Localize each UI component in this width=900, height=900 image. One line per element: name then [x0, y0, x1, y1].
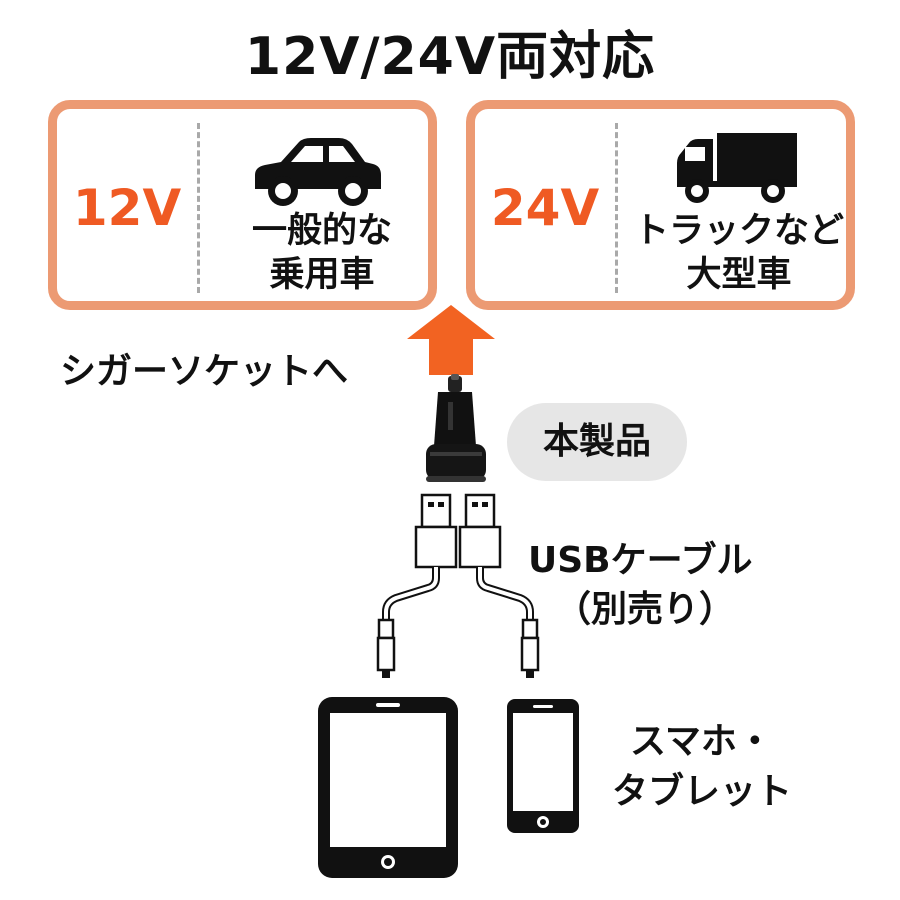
- truck-icon: [677, 133, 797, 203]
- cable-label-line2: （別売り）: [555, 589, 736, 630]
- card-24v: 24V トラックなど 大型車: [466, 100, 855, 310]
- car-type-line1: 一般的な: [251, 211, 392, 251]
- card-divider: [197, 123, 200, 293]
- usb-cable-icon: [376, 493, 540, 678]
- truck-type-line1: トラックなど: [633, 211, 844, 251]
- tablet-icon: [318, 697, 458, 878]
- voltage-24v: 24V: [490, 179, 600, 237]
- voltage-12v: 12V: [72, 179, 182, 237]
- page-title: 12V/24V両対応: [244, 27, 656, 87]
- up-arrow-icon: [407, 305, 495, 375]
- device-label-line1: スマホ・: [630, 721, 773, 762]
- socket-label: シガーソケットへ: [60, 351, 349, 392]
- product-badge: 本製品: [507, 403, 687, 481]
- card-12v: 12V 一般的な 乗用車: [48, 100, 437, 310]
- device-label-line2: タブレット: [612, 771, 793, 812]
- car-icon: [255, 138, 381, 206]
- truck-type-line2: 大型車: [686, 255, 792, 295]
- cable-label-line1: USBケーブル: [528, 540, 753, 581]
- car-type-line2: 乗用車: [269, 255, 375, 295]
- car-charger-icon: [426, 374, 486, 482]
- smartphone-icon: [507, 699, 579, 833]
- card-divider: [615, 123, 618, 293]
